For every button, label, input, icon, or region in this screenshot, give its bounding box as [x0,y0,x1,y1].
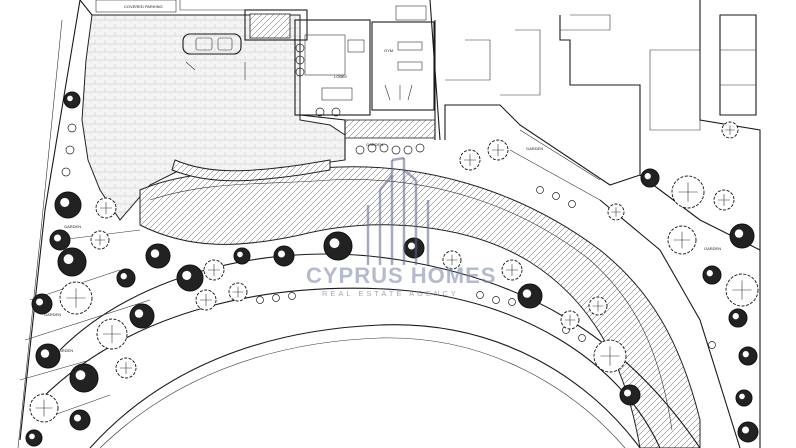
shrub-highlight [739,393,745,400]
tree-center-mark [725,125,735,135]
tree-center-mark [66,288,86,308]
logo-mark [366,156,430,265]
tree-center-mark [120,362,132,374]
shrub-highlight [644,173,651,180]
label-garden-2: GARDEN [64,224,81,229]
watermark-tagline: REAL ESTATE AGENCY [322,289,459,298]
neighbour-buildings [444,14,757,186]
promenade-stones [61,43,716,349]
shrub-highlight [63,254,74,265]
shrub-highlight [36,298,43,306]
label-covered-parking: COVERED PARKING [124,4,163,9]
tree-center-mark [678,182,698,202]
shrub-highlight [408,242,415,250]
shrub-highlight [278,250,285,258]
shrub-highlight [734,229,744,238]
watermark: CYPRUS HOMES REAL ESTATE AGENCY [306,156,496,298]
label-garden-4: GARDEN [56,348,73,353]
car-symbol [182,33,242,55]
tree-center-mark [35,399,53,417]
tree-center-mark [718,194,730,206]
label-gym: GYM [384,48,393,53]
tree-center-mark [103,325,121,343]
label-garden-5: GARDEN [704,246,721,251]
tree-center-mark [592,300,604,312]
tree-center-mark [94,234,106,246]
tree-center-mark [232,286,244,298]
tree-center-mark [600,346,620,366]
shrub-highlight [706,270,713,277]
building-block [95,0,436,160]
tree-center-mark [464,154,476,166]
shrub-highlight [624,389,631,397]
tree-center-mark [100,202,112,214]
tree-center-mark [673,231,691,249]
shrub-highlight [40,349,50,358]
shrub-highlight [742,351,749,358]
tree-symbols [25,91,759,447]
shrub-highlight [120,273,127,280]
label-garden-1: GARDEN [366,142,383,147]
shrub-highlight [150,249,160,258]
label-garden-3: GARDEN [44,312,61,317]
shrub-highlight [182,270,192,280]
shrub-highlight [134,309,144,318]
tree-center-mark [492,144,504,156]
shrub-highlight [67,95,73,102]
site-boundary [19,0,761,448]
label-garden-6: GARDEN [526,146,543,151]
shrub-highlight [522,289,532,298]
shrub-highlight [329,238,340,249]
shrub-highlight [237,251,243,258]
tree-center-mark [732,280,752,300]
tree-center-mark [506,264,518,276]
shrub-highlight [60,197,70,207]
tree-center-mark [208,264,220,276]
tree-center-mark [200,294,212,306]
tree-center-mark [446,254,458,266]
shrub-highlight [742,426,749,434]
tree-center-mark [564,314,576,326]
watermark-brand: CYPRUS HOMES [306,263,496,288]
curved-promenade [139,166,701,448]
shrub-highlight [75,370,86,381]
shrub-highlight [732,313,739,320]
shrub-highlight [29,433,35,440]
plan-labels: COVERED PARKING LOBBY GYM GARDEN GARDEN … [44,4,721,353]
label-lobby: LOBBY [334,74,348,79]
shrub-highlight [74,414,81,422]
shrub-highlight [54,234,61,242]
tree-center-mark [611,207,621,217]
